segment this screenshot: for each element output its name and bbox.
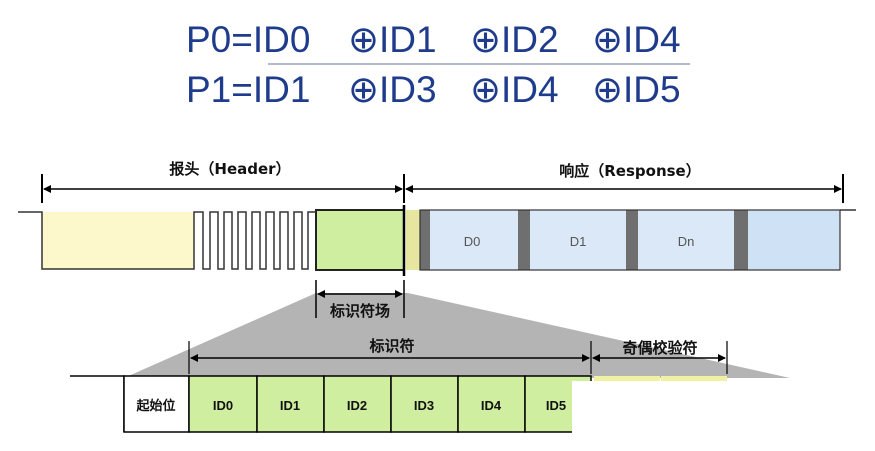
- parity-stub: [406, 210, 420, 270]
- byte-separator: [734, 210, 748, 270]
- id2-label: ID2: [347, 398, 367, 413]
- idle-line: [70, 375, 125, 432]
- id0-label: ID0: [213, 398, 233, 413]
- data-byte-d0: [430, 210, 518, 270]
- byte-separator: [626, 210, 638, 270]
- checksum-byte: [748, 210, 840, 270]
- identifier-label: 标识符: [368, 337, 414, 355]
- parity-label: 奇偶校验符: [622, 339, 697, 357]
- p0-term-1: ⊕ID1: [348, 19, 437, 60]
- data-label-d0: D0: [464, 234, 481, 249]
- p1-term-1: ⊕ID3: [348, 69, 437, 110]
- start-bit-label: 起始位: [135, 398, 175, 413]
- blank-overlay: [572, 381, 875, 451]
- p0-term-3: ⊕ID4: [592, 19, 681, 60]
- data-label-d1: D1: [570, 234, 587, 249]
- id5-label: ID5: [546, 398, 566, 413]
- parity-p0-field: [594, 376, 660, 384]
- start-bit-box: [123, 375, 190, 433]
- response-label: 响应（Response）: [559, 162, 700, 180]
- data-byte-d1: [530, 210, 626, 270]
- byte-separator: [420, 210, 430, 270]
- sync-waveform: [18, 211, 316, 270]
- id1-label: ID1: [280, 398, 300, 413]
- p1-term-0: P1=ID1: [186, 69, 310, 110]
- id3-label: ID3: [414, 398, 434, 413]
- id2-field: [323, 375, 392, 433]
- data-label-dn: Dn: [678, 234, 695, 249]
- byte-separator: [518, 210, 530, 270]
- response-outline: [419, 209, 841, 271]
- zoom-wedge: [124, 293, 790, 378]
- id-field-label: 标识符场: [329, 302, 390, 320]
- break-field: [42, 212, 194, 269]
- id-field-highlight: [315, 209, 405, 271]
- p0-term-2: ⊕ID2: [470, 19, 559, 60]
- id0-field: [188, 375, 258, 433]
- header-label: 报头（Header）: [169, 160, 290, 178]
- p1-term-3: ⊕ID5: [592, 69, 681, 110]
- parity-p1-field: [661, 376, 727, 384]
- id4-field: [457, 375, 526, 433]
- id4-label: ID4: [481, 398, 502, 413]
- data-byte-dn: [638, 210, 734, 270]
- id3-field: [390, 375, 459, 433]
- response-bytes: D0 D1 Dn: [420, 210, 840, 270]
- parity-formulas: P0=ID0 ⊕ID1 ⊕ID2 ⊕ID4 P1=ID1 ⊕ID3 ⊕ID4 ⊕…: [186, 19, 690, 110]
- p0-term-0: P0=ID0: [186, 19, 310, 60]
- p1-term-2: ⊕ID4: [470, 69, 559, 110]
- id1-field: [256, 375, 325, 433]
